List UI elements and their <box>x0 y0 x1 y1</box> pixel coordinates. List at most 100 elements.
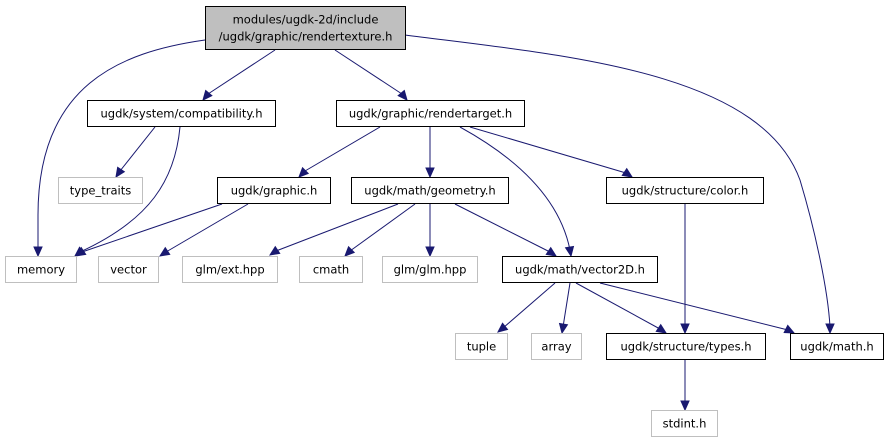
node-glmext: glm/ext.hpp <box>182 256 278 283</box>
edge-line <box>575 282 661 330</box>
arrow-head-icon <box>74 246 87 257</box>
edge-rtarget-to-color <box>469 126 634 178</box>
arrow-head-icon <box>680 323 690 335</box>
edge-vector2d-to-mathh <box>599 282 796 334</box>
edge-line <box>454 203 551 253</box>
node-label: modules/ugdk-2d/include <box>233 13 379 27</box>
edge-line <box>502 282 556 329</box>
arrow-head-icon <box>783 324 796 334</box>
nodes-layer: modules/ugdk-2d/include/ugdk/graphic/ren… <box>5 6 884 437</box>
edge-line <box>79 126 181 253</box>
node-label: array <box>541 340 571 354</box>
arrow-head-icon <box>202 89 213 101</box>
edge-line <box>459 126 571 251</box>
edge-graphic-to-memory <box>74 203 223 257</box>
arrow-head-icon <box>545 246 558 257</box>
node-types[interactable]: ugdk/structure/types.h <box>606 333 766 360</box>
node-label: ugdk/math/geometry.h <box>364 184 495 198</box>
edge-root-to-memory <box>33 39 206 258</box>
node-label: /ugdk/graphic/rendertexture.h <box>219 30 393 44</box>
node-memory: memory <box>5 256 77 283</box>
node-box <box>58 177 143 204</box>
edge-line <box>207 49 276 95</box>
arrow-head-icon <box>564 245 575 258</box>
node-box <box>790 333 884 360</box>
node-glmglm: glm/glm.hpp <box>382 256 478 283</box>
edge-vector2d-to-types <box>575 282 668 334</box>
node-mathh[interactable]: ugdk/math.h <box>790 333 884 360</box>
node-label: ugdk/structure/color.h <box>622 184 749 198</box>
edge-line <box>37 39 206 250</box>
node-label: ugdk/system/compatibility.h <box>101 107 263 121</box>
node-box <box>299 256 363 283</box>
edges-layer <box>33 34 835 412</box>
node-compat[interactable]: ugdk/system/compatibility.h <box>87 100 276 127</box>
edge-line <box>81 203 223 253</box>
node-label: ugdk/math/vector2D.h <box>515 263 645 277</box>
node-type_traits: type_traits <box>58 177 143 204</box>
node-label: vector <box>110 263 147 277</box>
edge-color-to-types <box>680 204 690 335</box>
node-box <box>531 333 582 360</box>
arrow-head-icon <box>344 245 356 257</box>
node-label: glm/ext.hpp <box>195 263 264 277</box>
node-box <box>98 256 159 283</box>
edge-line <box>562 282 571 328</box>
edge-root-to-compat <box>202 49 276 101</box>
arrow-head-icon <box>425 246 435 258</box>
node-label: glm/glm.hpp <box>394 263 467 277</box>
node-root: modules/ugdk-2d/include/ugdk/graphic/ren… <box>205 6 406 50</box>
node-box <box>205 6 406 50</box>
node-vector: vector <box>98 256 159 283</box>
node-label: ugdk/structure/types.h <box>620 340 751 354</box>
node-label: memory <box>17 263 65 277</box>
edge-geometry-to-vector2d <box>454 203 558 257</box>
node-box <box>217 177 331 204</box>
arrow-head-icon <box>397 89 408 101</box>
edge-types-to-stdint <box>680 360 690 412</box>
node-box <box>455 333 508 360</box>
edge-line <box>304 126 381 172</box>
arrow-head-icon <box>655 323 668 334</box>
node-geometry[interactable]: ugdk/math/geometry.h <box>351 177 509 204</box>
arrow-head-icon <box>680 400 690 412</box>
node-label: ugdk/math.h <box>800 340 873 354</box>
node-box <box>606 333 766 360</box>
node-tuple: tuple <box>455 333 508 360</box>
edge-line <box>119 126 156 172</box>
arrow-head-icon <box>33 246 43 258</box>
arrow-head-icon <box>298 166 310 178</box>
arrow-head-icon <box>621 167 634 178</box>
edge-line <box>349 203 416 252</box>
edge-root-to-mathh <box>404 34 835 335</box>
edge-rtarget-to-geometry <box>425 127 435 179</box>
arrow-head-icon <box>268 245 281 256</box>
edge-line <box>165 203 249 253</box>
edge-geometry-to-cmath <box>344 203 416 257</box>
node-vector2d[interactable]: ugdk/math/vector2D.h <box>502 256 658 283</box>
node-label: cmath <box>313 263 349 277</box>
edge-graphic-to-vector <box>158 203 249 257</box>
node-array: array <box>531 333 582 360</box>
edge-vector2d-to-tuple <box>497 282 556 333</box>
node-box <box>5 256 77 283</box>
node-label: stdint.h <box>663 417 707 431</box>
node-stdint: stdint.h <box>651 410 718 437</box>
edge-line <box>599 282 789 331</box>
edge-line <box>469 126 627 174</box>
arrow-head-icon <box>825 323 835 335</box>
edge-compat-to-type_traits <box>115 126 156 179</box>
node-label: type_traits <box>70 184 131 198</box>
node-color[interactable]: ugdk/structure/color.h <box>606 177 764 204</box>
arrow-head-icon <box>497 322 509 333</box>
node-box <box>336 100 525 127</box>
node-box <box>502 256 658 283</box>
node-label: tuple <box>467 340 496 354</box>
arrow-head-icon <box>425 167 435 179</box>
node-rtarget[interactable]: ugdk/graphic/rendertarget.h <box>336 100 525 127</box>
edge-vector2d-to-array <box>558 282 571 335</box>
node-box <box>351 177 509 204</box>
node-graphic[interactable]: ugdk/graphic.h <box>217 177 331 204</box>
edge-geometry-to-glmext <box>268 203 399 256</box>
